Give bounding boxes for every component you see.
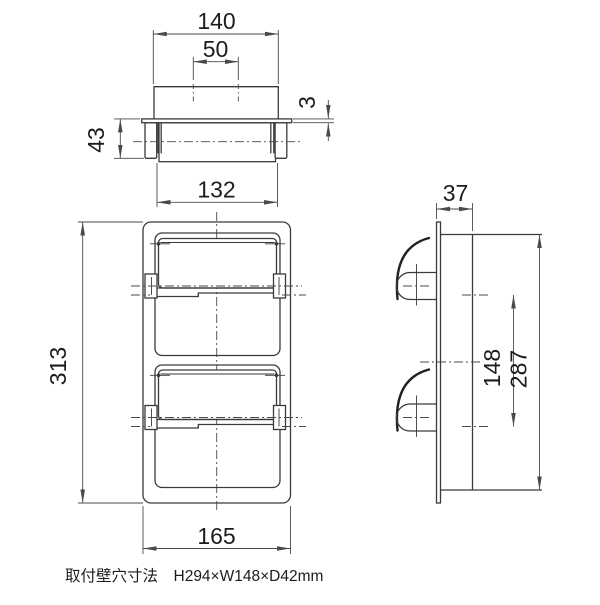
dimension-label-287: 287 bbox=[506, 350, 532, 388]
side-unit-2 bbox=[395, 368, 437, 437]
paper-holder-unit-2 bbox=[131, 369, 306, 431]
side-unit-1 bbox=[395, 236, 437, 306]
top-view-flange-plate bbox=[141, 118, 293, 124]
dimension-label-43: 43 bbox=[83, 127, 109, 153]
spindle-hook-1 bbox=[395, 271, 437, 301]
hinge-pin-left-1 bbox=[156, 242, 161, 246]
top-view-recessed-box bbox=[153, 86, 279, 119]
top-view: 140 50 3 43 132 bbox=[83, 8, 334, 207]
spindle-hook-2 bbox=[395, 403, 437, 432]
dimension-label-148: 148 bbox=[479, 349, 505, 387]
dimension-label-132: 132 bbox=[197, 177, 235, 203]
top-view-roll-bar bbox=[158, 122, 277, 163]
hinge-pin-right-2 bbox=[274, 373, 279, 378]
mounting-hole-note: 取付壁穴寸法 H294×W148×D42mm bbox=[65, 567, 323, 585]
dimension-label-165: 165 bbox=[197, 523, 235, 549]
dimension-label-50: 50 bbox=[203, 36, 229, 62]
spindle-bar-2 bbox=[157, 418, 277, 429]
top-view-left-tab bbox=[144, 122, 158, 159]
spindle-bar-1 bbox=[157, 287, 277, 298]
flap-arc-1 bbox=[395, 236, 431, 301]
front-view: 313 165 bbox=[45, 212, 306, 554]
hinge-pin-left-2 bbox=[156, 373, 161, 378]
paper-holder-unit-1 bbox=[131, 237, 306, 299]
dimension-label-37: 37 bbox=[443, 180, 469, 206]
flap-cover-1 bbox=[157, 237, 278, 289]
dimension-label-313: 313 bbox=[45, 347, 71, 385]
side-view: 37 148 287 bbox=[395, 180, 542, 504]
hinge-pin-right-1 bbox=[274, 242, 279, 246]
flap-cover-2 bbox=[157, 369, 278, 421]
dimension-label-140: 140 bbox=[197, 8, 235, 34]
top-view-right-tab bbox=[274, 122, 288, 159]
flap-arc-2 bbox=[395, 368, 431, 432]
side-flange-plate bbox=[435, 221, 442, 504]
dimension-label-3: 3 bbox=[294, 96, 320, 109]
